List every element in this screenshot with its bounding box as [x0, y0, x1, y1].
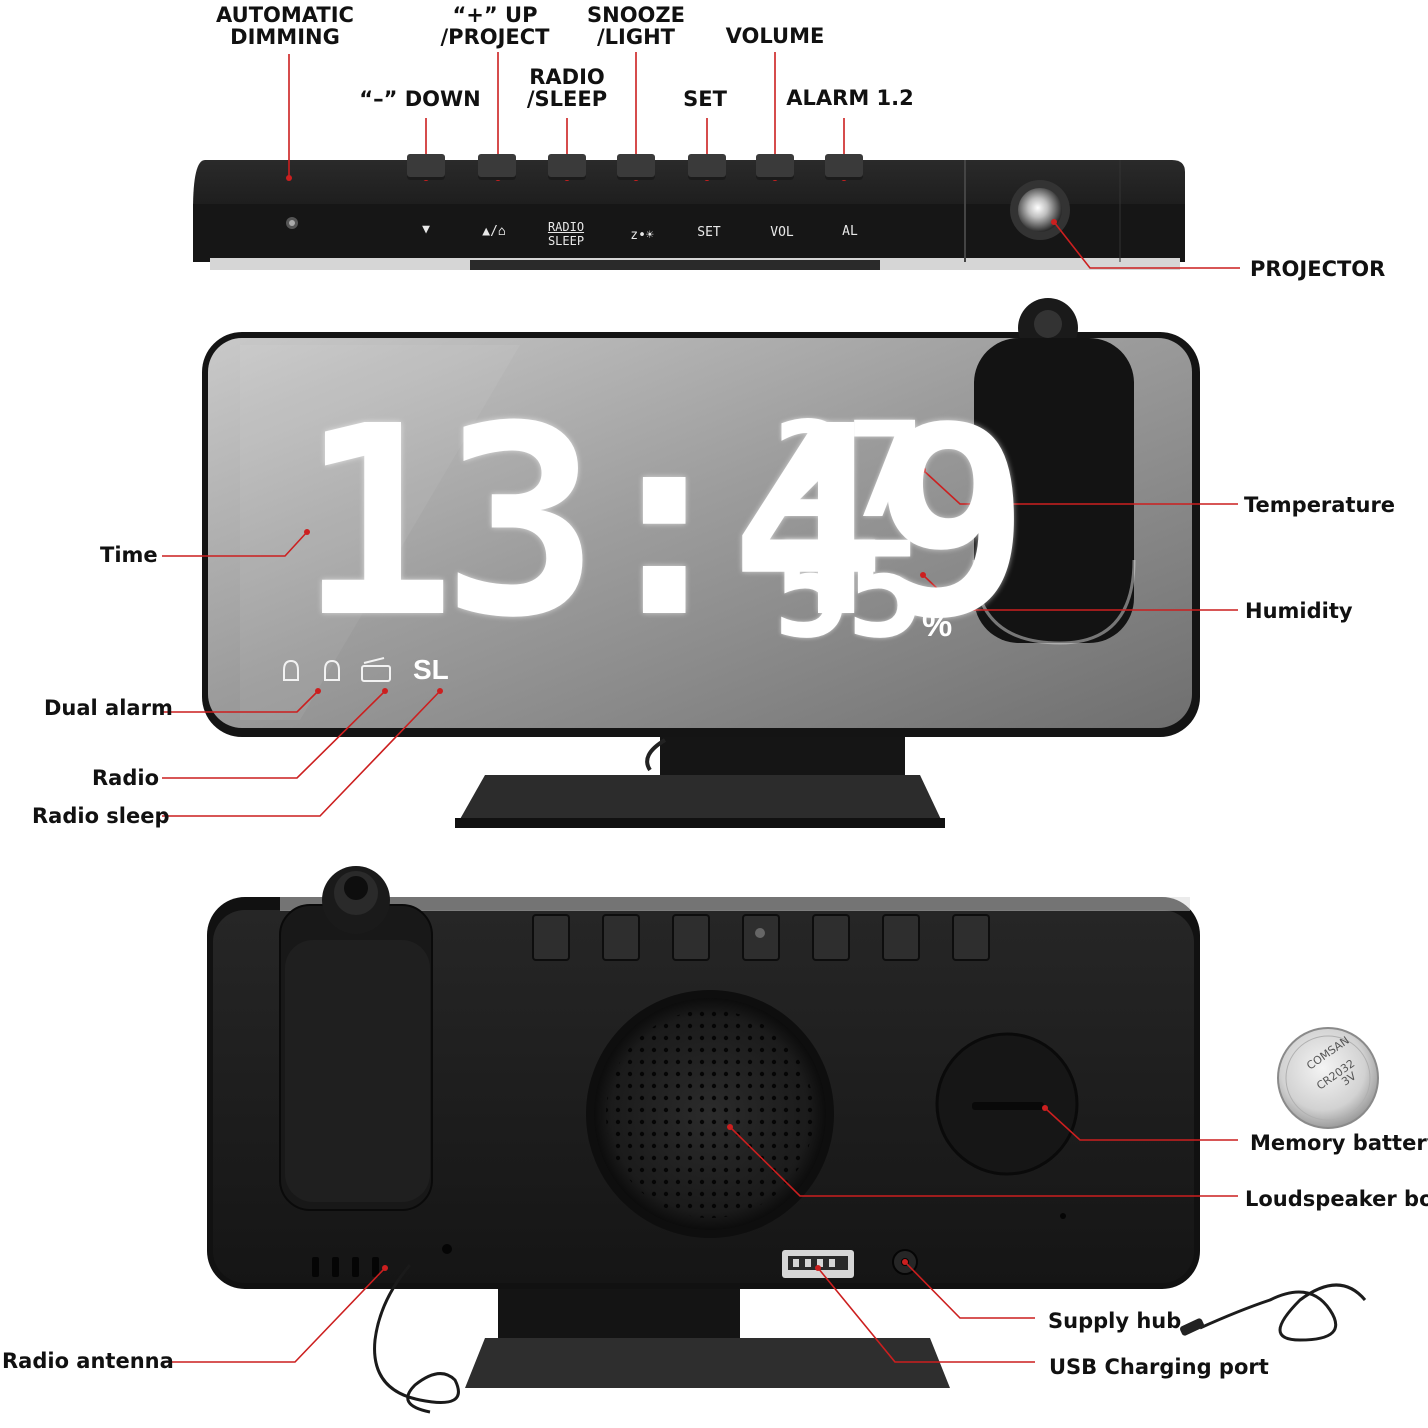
radio-sleep-button[interactable]: [548, 154, 586, 180]
humidity-display: 55: [772, 514, 925, 668]
down-arrow-icon: ▼: [422, 222, 430, 237]
label-radio: Radio: [92, 766, 159, 790]
label-humidity: Humidity: [1245, 599, 1353, 623]
radio-sleep-symbol: RADIO SLEEP: [548, 220, 584, 248]
snooze-text: z•: [630, 228, 646, 243]
vol-symbol: VOL: [770, 225, 794, 240]
label-volume: VOLUME: [725, 24, 825, 48]
label-temperature: Temperature: [1244, 493, 1396, 517]
temperature-unit: °C: [922, 422, 949, 449]
label-down: “–” DOWN: [359, 87, 481, 111]
snooze-symbol: z•☀: [630, 229, 653, 242]
up-project-button[interactable]: [478, 154, 516, 180]
power-cable-illustration: [1179, 1283, 1367, 1342]
down-button[interactable]: [407, 154, 445, 180]
light-sun-icon: ☀: [645, 228, 654, 243]
up-arrow-icon: ▲/⌂: [482, 225, 505, 238]
label-usb-charging-port: USB Charging port: [1049, 1355, 1269, 1379]
label-up-line: “+” UP: [452, 3, 538, 27]
label-set: SET: [683, 87, 727, 111]
label-radio-sleep: RADIO /SLEEP: [527, 66, 607, 110]
label-dimming-line: DIMMING: [230, 25, 340, 49]
alarm-button[interactable]: [825, 154, 863, 180]
label-projector: PROJECTOR: [1250, 257, 1386, 281]
label-snooze-light: SNOOZE /LIGHT: [587, 4, 685, 48]
projector-icon: ⌂: [497, 224, 506, 239]
label-up-project: “+” UP /PROJECT: [441, 4, 550, 48]
label-supply-hub: Supply hub: [1048, 1309, 1182, 1333]
label-loudspeaker-box: Loudspeaker box: [1245, 1187, 1428, 1211]
label-memory-battery: Memory battery: [1250, 1131, 1428, 1155]
snooze-light-button[interactable]: [617, 154, 655, 180]
label-radio-antenna: Radio antenna: [2, 1349, 174, 1373]
label-radio-sleep-front: Radio sleep: [32, 804, 170, 828]
set-symbol: SET: [697, 225, 721, 240]
volume-button[interactable]: [756, 154, 794, 180]
al-symbol: AL: [842, 224, 858, 239]
label-project-line: /PROJECT: [440, 25, 550, 49]
temperature-display: 27: [772, 394, 925, 548]
humidity-unit: %: [922, 606, 953, 644]
label-dual-alarm: Dual alarm: [44, 696, 173, 720]
label-automatic-line: AUTOMATIC: [216, 3, 354, 27]
back-view-device: [207, 866, 1200, 1414]
front-status-icons: [283, 657, 391, 682]
label-light-line: /LIGHT: [596, 25, 676, 49]
top-view-device: [193, 160, 1185, 270]
label-automatic-dimming: AUTOMATIC DIMMING: [216, 4, 354, 48]
sleep-indicator: SL: [413, 654, 449, 685]
label-radio-line: RADIO: [529, 65, 605, 89]
coin-battery-illustration: COMSAN CR2032 3V: [1277, 1027, 1379, 1129]
front-view-device: [202, 298, 1200, 828]
up-label: ▲/: [482, 224, 498, 239]
sleep-symbol-text: SLEEP: [547, 234, 585, 248]
time-display: 13:49: [298, 370, 1031, 675]
label-alarm: ALARM 1.2: [786, 86, 914, 110]
radio-symbol-text: RADIO: [547, 220, 585, 234]
label-time: Time: [100, 543, 158, 567]
set-button[interactable]: [688, 154, 726, 180]
label-sleep-line: /SLEEP: [526, 87, 608, 111]
label-snooze-line: SNOOZE: [587, 3, 685, 27]
